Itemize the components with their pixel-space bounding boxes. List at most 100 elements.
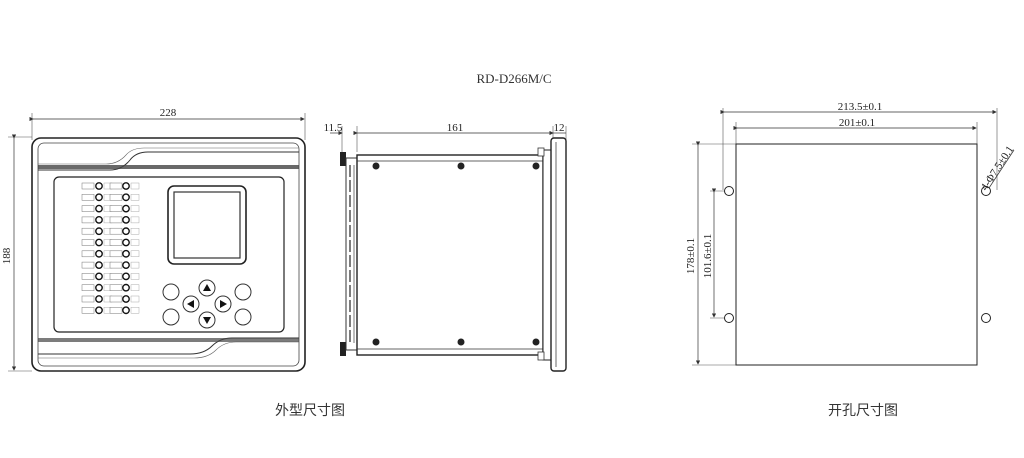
navigation-keypad xyxy=(162,279,252,329)
led-label-box xyxy=(81,216,95,224)
screw xyxy=(457,338,465,346)
led-label-box xyxy=(81,182,95,190)
led-indicator xyxy=(95,215,103,224)
led-indicator xyxy=(95,204,103,213)
led-tag xyxy=(130,227,140,235)
side-flange xyxy=(550,137,567,372)
led-tag xyxy=(130,182,140,190)
side-depth-label: 161 xyxy=(447,122,464,134)
mount-hole xyxy=(724,186,734,196)
hole-label: 4-Φ7.5±0.1 xyxy=(979,144,1017,193)
led-indicator xyxy=(122,261,130,269)
inner-width-label: 201±0.1 xyxy=(839,117,875,129)
mount-hole xyxy=(981,186,991,196)
cutout-caption: 开孔尺寸图 xyxy=(828,403,898,419)
led-indicator xyxy=(95,249,103,258)
led-label-box xyxy=(81,273,95,280)
led-label-box xyxy=(81,307,95,314)
front-view: 228 188 xyxy=(1,107,306,372)
led-indicator xyxy=(122,215,130,224)
screw xyxy=(532,338,540,346)
led-indicator xyxy=(95,261,103,269)
led-indicator xyxy=(95,193,103,202)
led-label-box xyxy=(109,239,123,246)
led-tag xyxy=(130,273,140,280)
led-label-box xyxy=(81,239,95,246)
led-label-box xyxy=(81,250,95,258)
side-view: 11.5 161 12 xyxy=(324,122,567,372)
cutout-rectangle xyxy=(735,143,978,366)
screw xyxy=(457,162,465,170)
arrow-up-icon xyxy=(203,284,211,291)
led-label-box xyxy=(109,284,123,291)
menu-key xyxy=(162,283,180,301)
side-right-label: 12 xyxy=(554,122,565,134)
led-label-box xyxy=(109,273,123,280)
led-indicator xyxy=(122,306,130,315)
led-indicator xyxy=(122,283,130,292)
led-indicator xyxy=(122,238,130,247)
enter-key xyxy=(234,283,252,301)
led-indicator xyxy=(122,272,130,281)
led-label-box xyxy=(81,284,95,291)
side-left-label: 11.5 xyxy=(324,122,343,134)
bottom-terminal xyxy=(340,342,346,356)
exit-key xyxy=(162,308,180,326)
led-indicator xyxy=(95,238,103,247)
led-tag xyxy=(130,205,140,212)
outer-width-label: 213.5±0.1 xyxy=(838,101,883,113)
led-tag xyxy=(130,284,140,291)
led-label-box xyxy=(81,261,95,269)
led-label-box xyxy=(81,227,95,235)
front-height-label: 188 xyxy=(1,247,13,264)
led-tag xyxy=(130,194,140,201)
screw xyxy=(372,162,380,170)
reset-key xyxy=(234,308,252,326)
led-indicator xyxy=(122,193,130,202)
top-terminal xyxy=(340,152,346,166)
led-indicator-column xyxy=(81,182,140,315)
led-label-box xyxy=(81,295,95,303)
led-label-box xyxy=(81,205,95,212)
model-title: RD-D266M/C xyxy=(476,71,551,86)
led-label-box xyxy=(109,182,123,190)
mount-hole xyxy=(981,313,991,323)
led-label-box xyxy=(109,194,123,201)
led-indicator xyxy=(122,295,130,303)
led-indicator xyxy=(95,227,103,236)
led-indicator xyxy=(95,182,103,190)
led-label-box xyxy=(109,205,123,212)
led-indicator xyxy=(95,283,103,292)
led-tag xyxy=(130,261,140,269)
led-indicator xyxy=(95,306,103,315)
arrow-down-icon xyxy=(203,317,211,324)
led-indicator xyxy=(95,272,103,281)
outline-caption: 外型尺寸图 xyxy=(275,403,345,419)
led-indicator xyxy=(122,204,130,213)
led-indicator xyxy=(122,227,130,236)
hole-spacing-label: 101.6±0.1 xyxy=(702,234,714,279)
led-tag xyxy=(130,250,140,258)
led-tag xyxy=(130,216,140,224)
led-indicator xyxy=(95,295,103,303)
led-label-box xyxy=(109,295,123,303)
led-tag xyxy=(130,239,140,246)
led-indicator xyxy=(122,249,130,258)
arrow-right-icon xyxy=(220,300,227,308)
cutout-view: 213.5±0.1 201±0.1 178±0.1 101.6±0.1 4-Φ7… xyxy=(685,101,1017,366)
led-label-box xyxy=(109,227,123,235)
arrow-left-icon xyxy=(187,300,194,308)
led-label-box xyxy=(109,250,123,258)
led-tag xyxy=(130,307,140,314)
side-body xyxy=(356,154,544,356)
screw xyxy=(372,338,380,346)
led-label-box xyxy=(109,216,123,224)
led-indicator xyxy=(122,182,130,190)
cutout-height-label: 178±0.1 xyxy=(685,238,697,274)
mount-hole xyxy=(724,313,734,323)
screw xyxy=(532,162,540,170)
led-tag xyxy=(130,295,140,303)
led-label-box xyxy=(109,261,123,269)
front-width-label: 228 xyxy=(160,107,177,119)
led-label-box xyxy=(109,307,123,314)
